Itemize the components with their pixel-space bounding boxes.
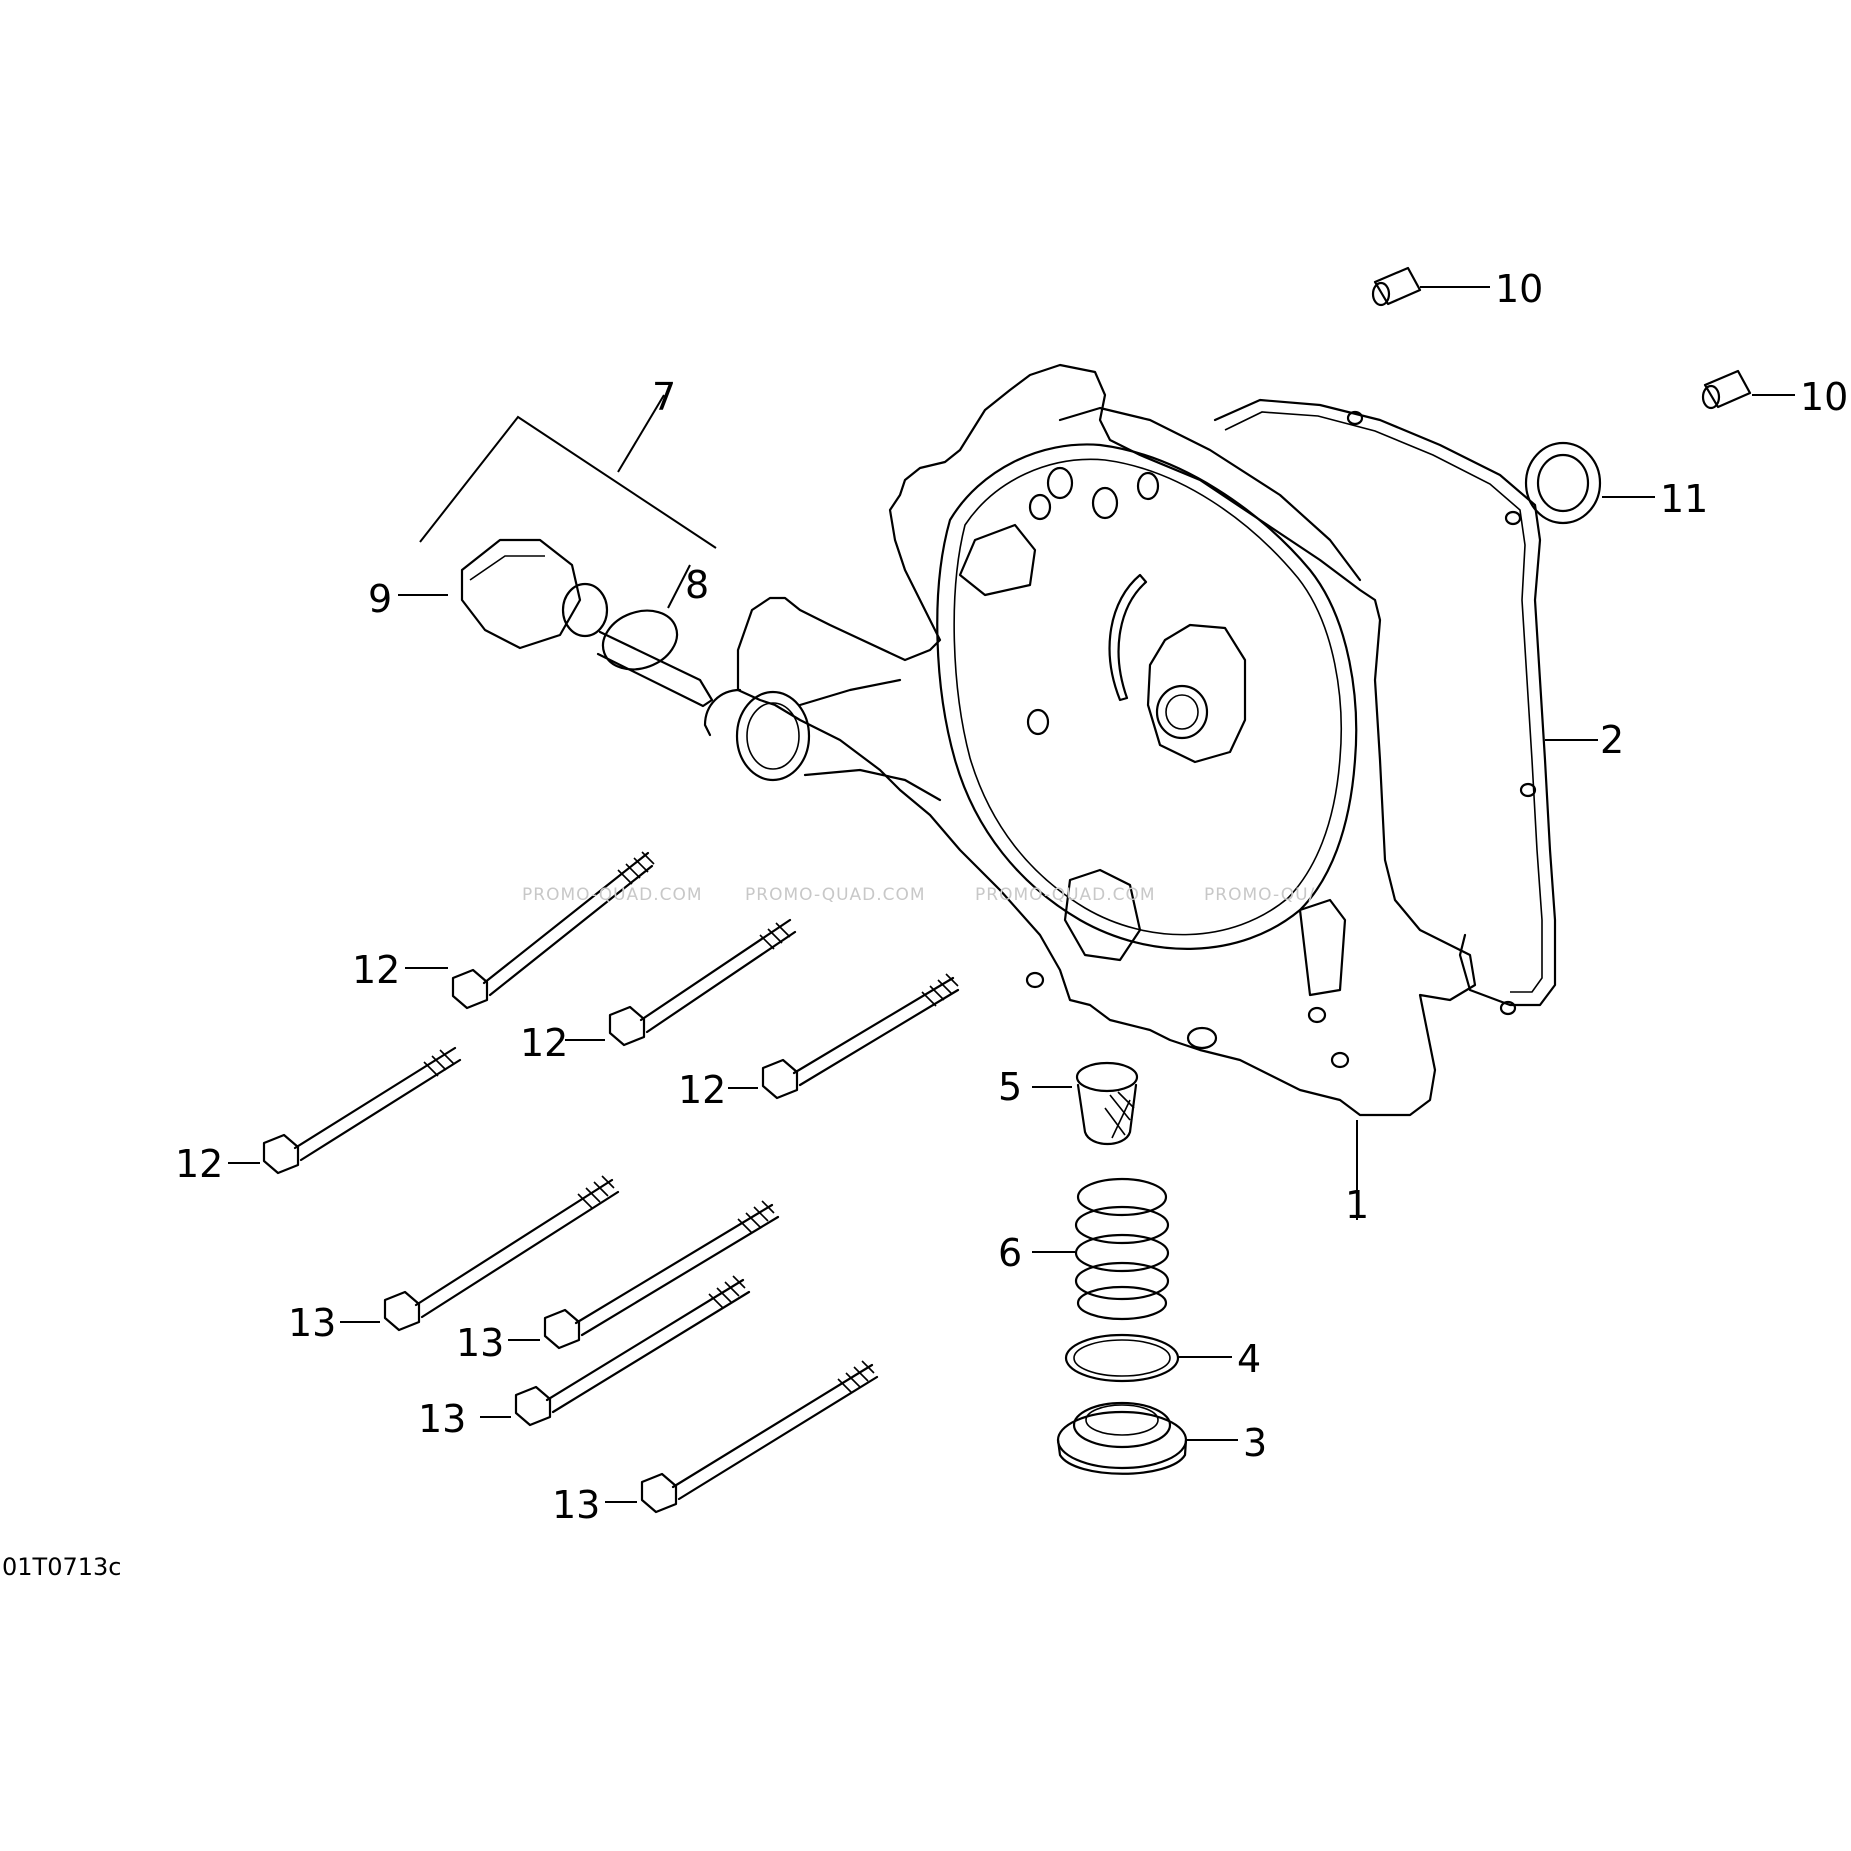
dipstick-assembly [460, 538, 714, 708]
bolt-12-b [608, 918, 797, 1047]
watermark-4: PROMO-QU/ [1204, 885, 1315, 905]
oil-strainer [1075, 1061, 1139, 1145]
watermark: PROMO-QUAD.COM PROMO-QUAD.COM PROMO-QUAD… [522, 885, 1315, 905]
callout-13-d: 13 [552, 1483, 600, 1527]
callout-9: 9 [368, 577, 392, 621]
bolts-12 [262, 851, 960, 1175]
watermark-1: PROMO-QUAD.COM [522, 885, 703, 905]
watermark-2: PROMO-QUAD.COM [745, 885, 926, 905]
bolt-12-a [451, 851, 655, 1010]
callout-5: 5 [998, 1065, 1022, 1109]
callout-6: 6 [998, 1231, 1022, 1275]
bolt-13-b [543, 1200, 780, 1350]
drain-plug [1056, 1401, 1188, 1475]
gasket [1213, 398, 1557, 1016]
bolt-13-a [383, 1175, 620, 1332]
diagram-code: 01T0713c [2, 1553, 121, 1581]
callout-8: 8 [685, 563, 709, 607]
callout-13-a: 13 [288, 1301, 336, 1345]
callout-12-d: 12 [175, 1142, 223, 1186]
leader-lines [228, 286, 1795, 1503]
dowel-pin-right [1701, 369, 1752, 410]
callout-7: 7 [652, 375, 676, 419]
spring [1074, 1177, 1170, 1321]
callout-2: 2 [1600, 718, 1624, 762]
callout-3: 3 [1243, 1421, 1267, 1465]
callouts: 1 2 3 4 5 6 7 8 9 10 10 11 12 12 12 12 1… [175, 267, 1848, 1527]
callout-10-upper: 10 [1495, 267, 1543, 311]
callout-12-a: 12 [352, 948, 400, 992]
bolts-13 [383, 1175, 879, 1514]
watermark-3: PROMO-QUAD.COM [975, 885, 1156, 905]
bolt-12-c [761, 973, 960, 1100]
crankcase-cover [703, 363, 1477, 1117]
bolt-13-c [514, 1275, 751, 1427]
callout-13-b: 13 [456, 1321, 504, 1365]
bolt-12-d [262, 1046, 462, 1175]
o-ring [1064, 1333, 1180, 1383]
dowel-pin-upper [1371, 266, 1422, 307]
callout-12-b: 12 [520, 1021, 568, 1065]
callout-4: 4 [1237, 1337, 1261, 1381]
bolt-13-d [640, 1360, 879, 1514]
callout-13-c: 13 [418, 1397, 466, 1441]
callout-1: 1 [1345, 1183, 1369, 1227]
oil-seal [1524, 441, 1602, 525]
callout-11: 11 [1660, 477, 1708, 521]
callout-12-c: 12 [678, 1068, 726, 1112]
callout-10-right: 10 [1800, 375, 1848, 419]
